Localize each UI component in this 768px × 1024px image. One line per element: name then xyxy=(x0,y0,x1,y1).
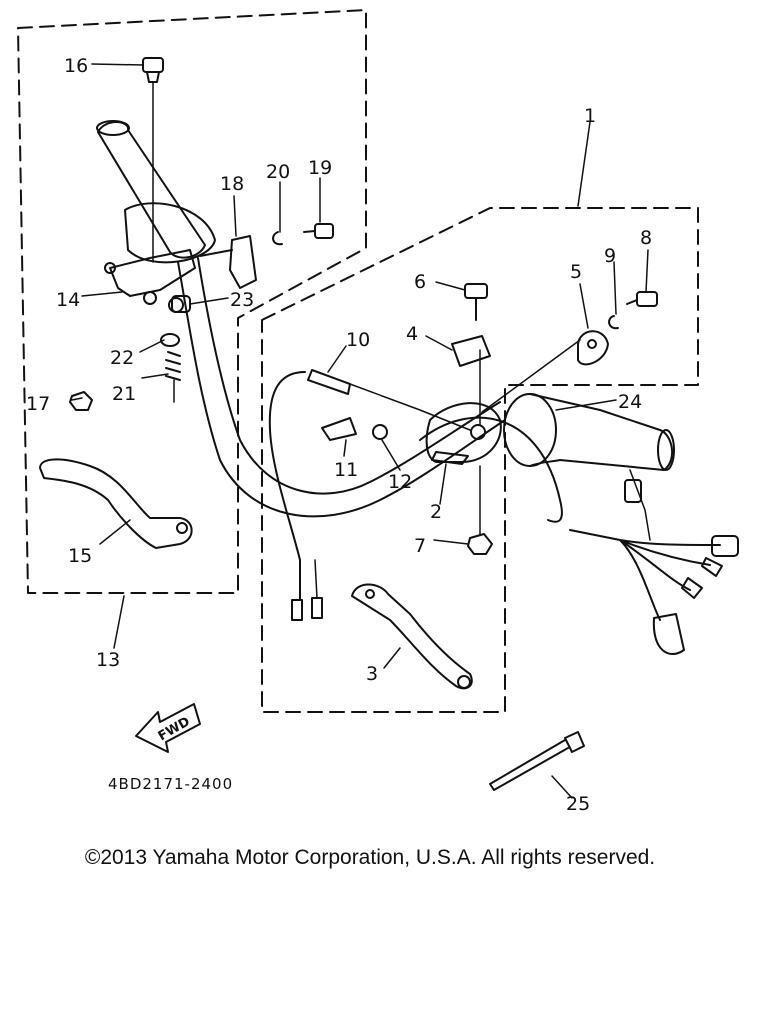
callout-12: 12 xyxy=(388,471,412,493)
callout-labels: 1 2 3 4 5 6 7 8 9 10 11 12 13 14 15 16 1… xyxy=(26,55,652,815)
callout-8: 8 xyxy=(640,227,652,249)
diagram-part-number: 4BD2171-2400 xyxy=(108,775,233,793)
clutch-lever-15 xyxy=(39,458,193,549)
callout-9: 9 xyxy=(604,245,616,267)
screw-19 xyxy=(303,223,334,239)
bolt-6 xyxy=(464,283,488,321)
callout-3: 3 xyxy=(366,663,378,685)
callout-15: 15 xyxy=(68,545,92,567)
wiring-harness xyxy=(569,469,739,655)
callout-6: 6 xyxy=(414,271,426,293)
spring-21 xyxy=(165,351,181,403)
handlebar xyxy=(177,257,563,523)
switch-18 xyxy=(199,235,257,289)
screw-8 xyxy=(626,291,658,307)
locknut-12 xyxy=(372,424,388,440)
callout-1: 1 xyxy=(584,105,596,127)
bolt-16 xyxy=(142,57,164,263)
callout-25: 25 xyxy=(566,793,590,815)
callout-16: 16 xyxy=(64,55,88,77)
clutch-lever-bracket xyxy=(104,249,196,313)
adjuster-11 xyxy=(321,417,357,441)
callout-10: 10 xyxy=(346,329,370,351)
washer-9 xyxy=(608,315,619,330)
brake-lever-3 xyxy=(351,583,473,690)
clamp-5 xyxy=(481,330,609,413)
callout-4: 4 xyxy=(406,323,418,345)
left-assembly-dashed-outline xyxy=(17,9,367,594)
copyright-notice: ©2013 Yamaha Motor Corporation, U.S.A. A… xyxy=(84,846,656,869)
callout-2: 2 xyxy=(430,501,442,523)
collar-22 xyxy=(160,333,180,347)
throttle-grip-24 xyxy=(503,393,675,471)
fwd-arrow-icon: FWD xyxy=(135,703,201,753)
left-grip xyxy=(96,120,216,264)
leader-lines xyxy=(71,63,649,799)
callout-14: 14 xyxy=(56,289,80,311)
clip-20 xyxy=(272,231,283,246)
callout-20: 20 xyxy=(266,161,290,183)
exploded-parts-diagram: FWD 1 2 3 4 5 6 7 8 xyxy=(17,9,739,815)
callout-21: 21 xyxy=(112,383,136,405)
nut-7 xyxy=(467,465,493,555)
throttle-cable-10 xyxy=(268,369,471,621)
fwd-label: FWD xyxy=(156,714,193,744)
switch-bracket-4 xyxy=(451,335,491,367)
callout-19: 19 xyxy=(308,157,332,179)
callout-7: 7 xyxy=(414,535,426,557)
callout-11: 11 xyxy=(334,459,358,481)
lever-holder-2 xyxy=(425,349,502,465)
callout-24: 24 xyxy=(618,391,642,413)
callout-17: 17 xyxy=(26,393,50,415)
callout-23: 23 xyxy=(230,289,254,311)
callout-18: 18 xyxy=(220,173,244,195)
cable-tie-25 xyxy=(489,731,585,791)
right-assembly-dashed-outline xyxy=(261,207,699,713)
callout-13: 13 xyxy=(96,649,120,671)
nut-17 xyxy=(69,391,93,411)
callout-5: 5 xyxy=(570,261,582,283)
callout-22: 22 xyxy=(110,347,134,369)
